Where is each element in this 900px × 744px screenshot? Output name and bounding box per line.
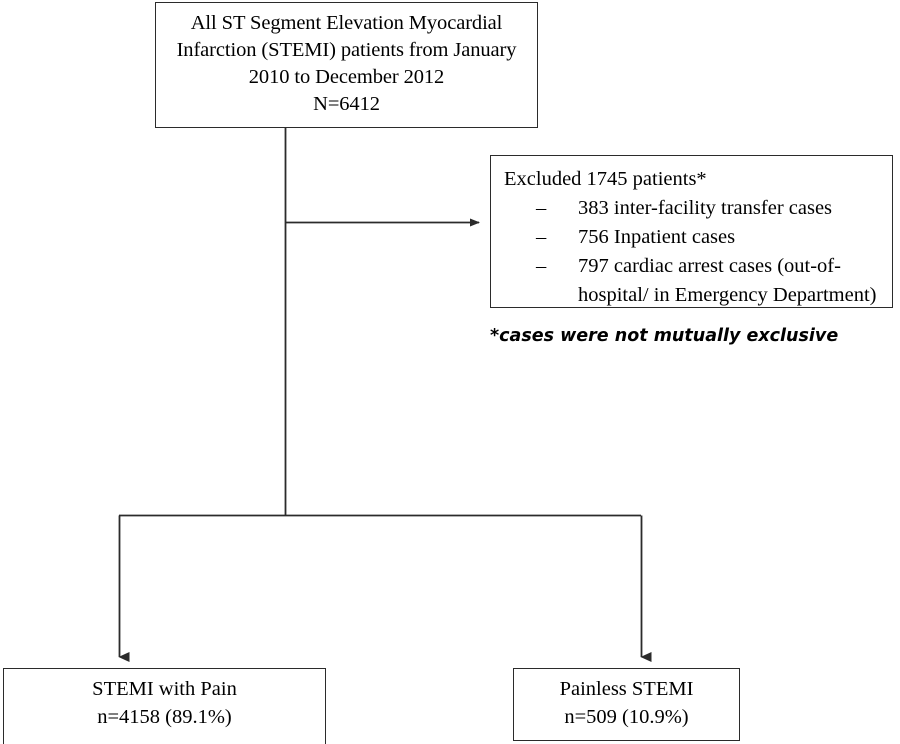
- dash-bullet-icon: –: [536, 226, 547, 248]
- dash-bullet-icon: –: [536, 197, 547, 219]
- excluded-reason-text: 383 inter-facility transfer cases: [578, 197, 833, 219]
- excluded-reason-item: – 383 inter-facility transfer cases: [536, 194, 882, 223]
- excluded-reason-text: 756 Inpatient cases: [578, 226, 736, 248]
- node-stemi-with-pain-box: STEMI with Pain n=4158 (89.1%): [3, 668, 326, 744]
- outcome-label: STEMI with Pain: [92, 678, 237, 700]
- node-excluded-box: Excluded 1745 patients* – 383 inter-faci…: [490, 155, 893, 308]
- excluded-reason-item: – 756 Inpatient cases: [536, 223, 882, 252]
- excluded-reason-list: – 383 inter-facility transfer cases – 75…: [504, 194, 882, 310]
- dash-bullet-icon: –: [536, 255, 547, 277]
- outcome-label: Painless STEMI: [559, 678, 694, 700]
- cohort-line-3: 2010 to December 2012: [248, 66, 445, 88]
- outcome-count: n=4158 (89.1%): [97, 706, 232, 728]
- excluded-reason-text: 797 cardiac arrest cases (out-of-hospita…: [578, 255, 877, 306]
- node-cohort-box: All ST Segment Elevation Myocardial Infa…: [155, 2, 538, 128]
- footnote-text: *cases were not mutually exclusive: [490, 326, 839, 346]
- cohort-line-1: All ST Segment Elevation Myocardial: [190, 12, 503, 34]
- excluded-title: Excluded 1745 patients*: [504, 168, 707, 190]
- outcome-count: n=509 (10.9%): [564, 706, 689, 728]
- excluded-reason-item: – 797 cardiac arrest cases (out-of-hospi…: [536, 252, 882, 310]
- cohort-total-count: N=6412: [313, 93, 380, 115]
- node-painless-stemi-box: Painless STEMI n=509 (10.9%): [513, 668, 740, 741]
- cohort-line-2: Infarction (STEMI) patients from January: [176, 39, 517, 61]
